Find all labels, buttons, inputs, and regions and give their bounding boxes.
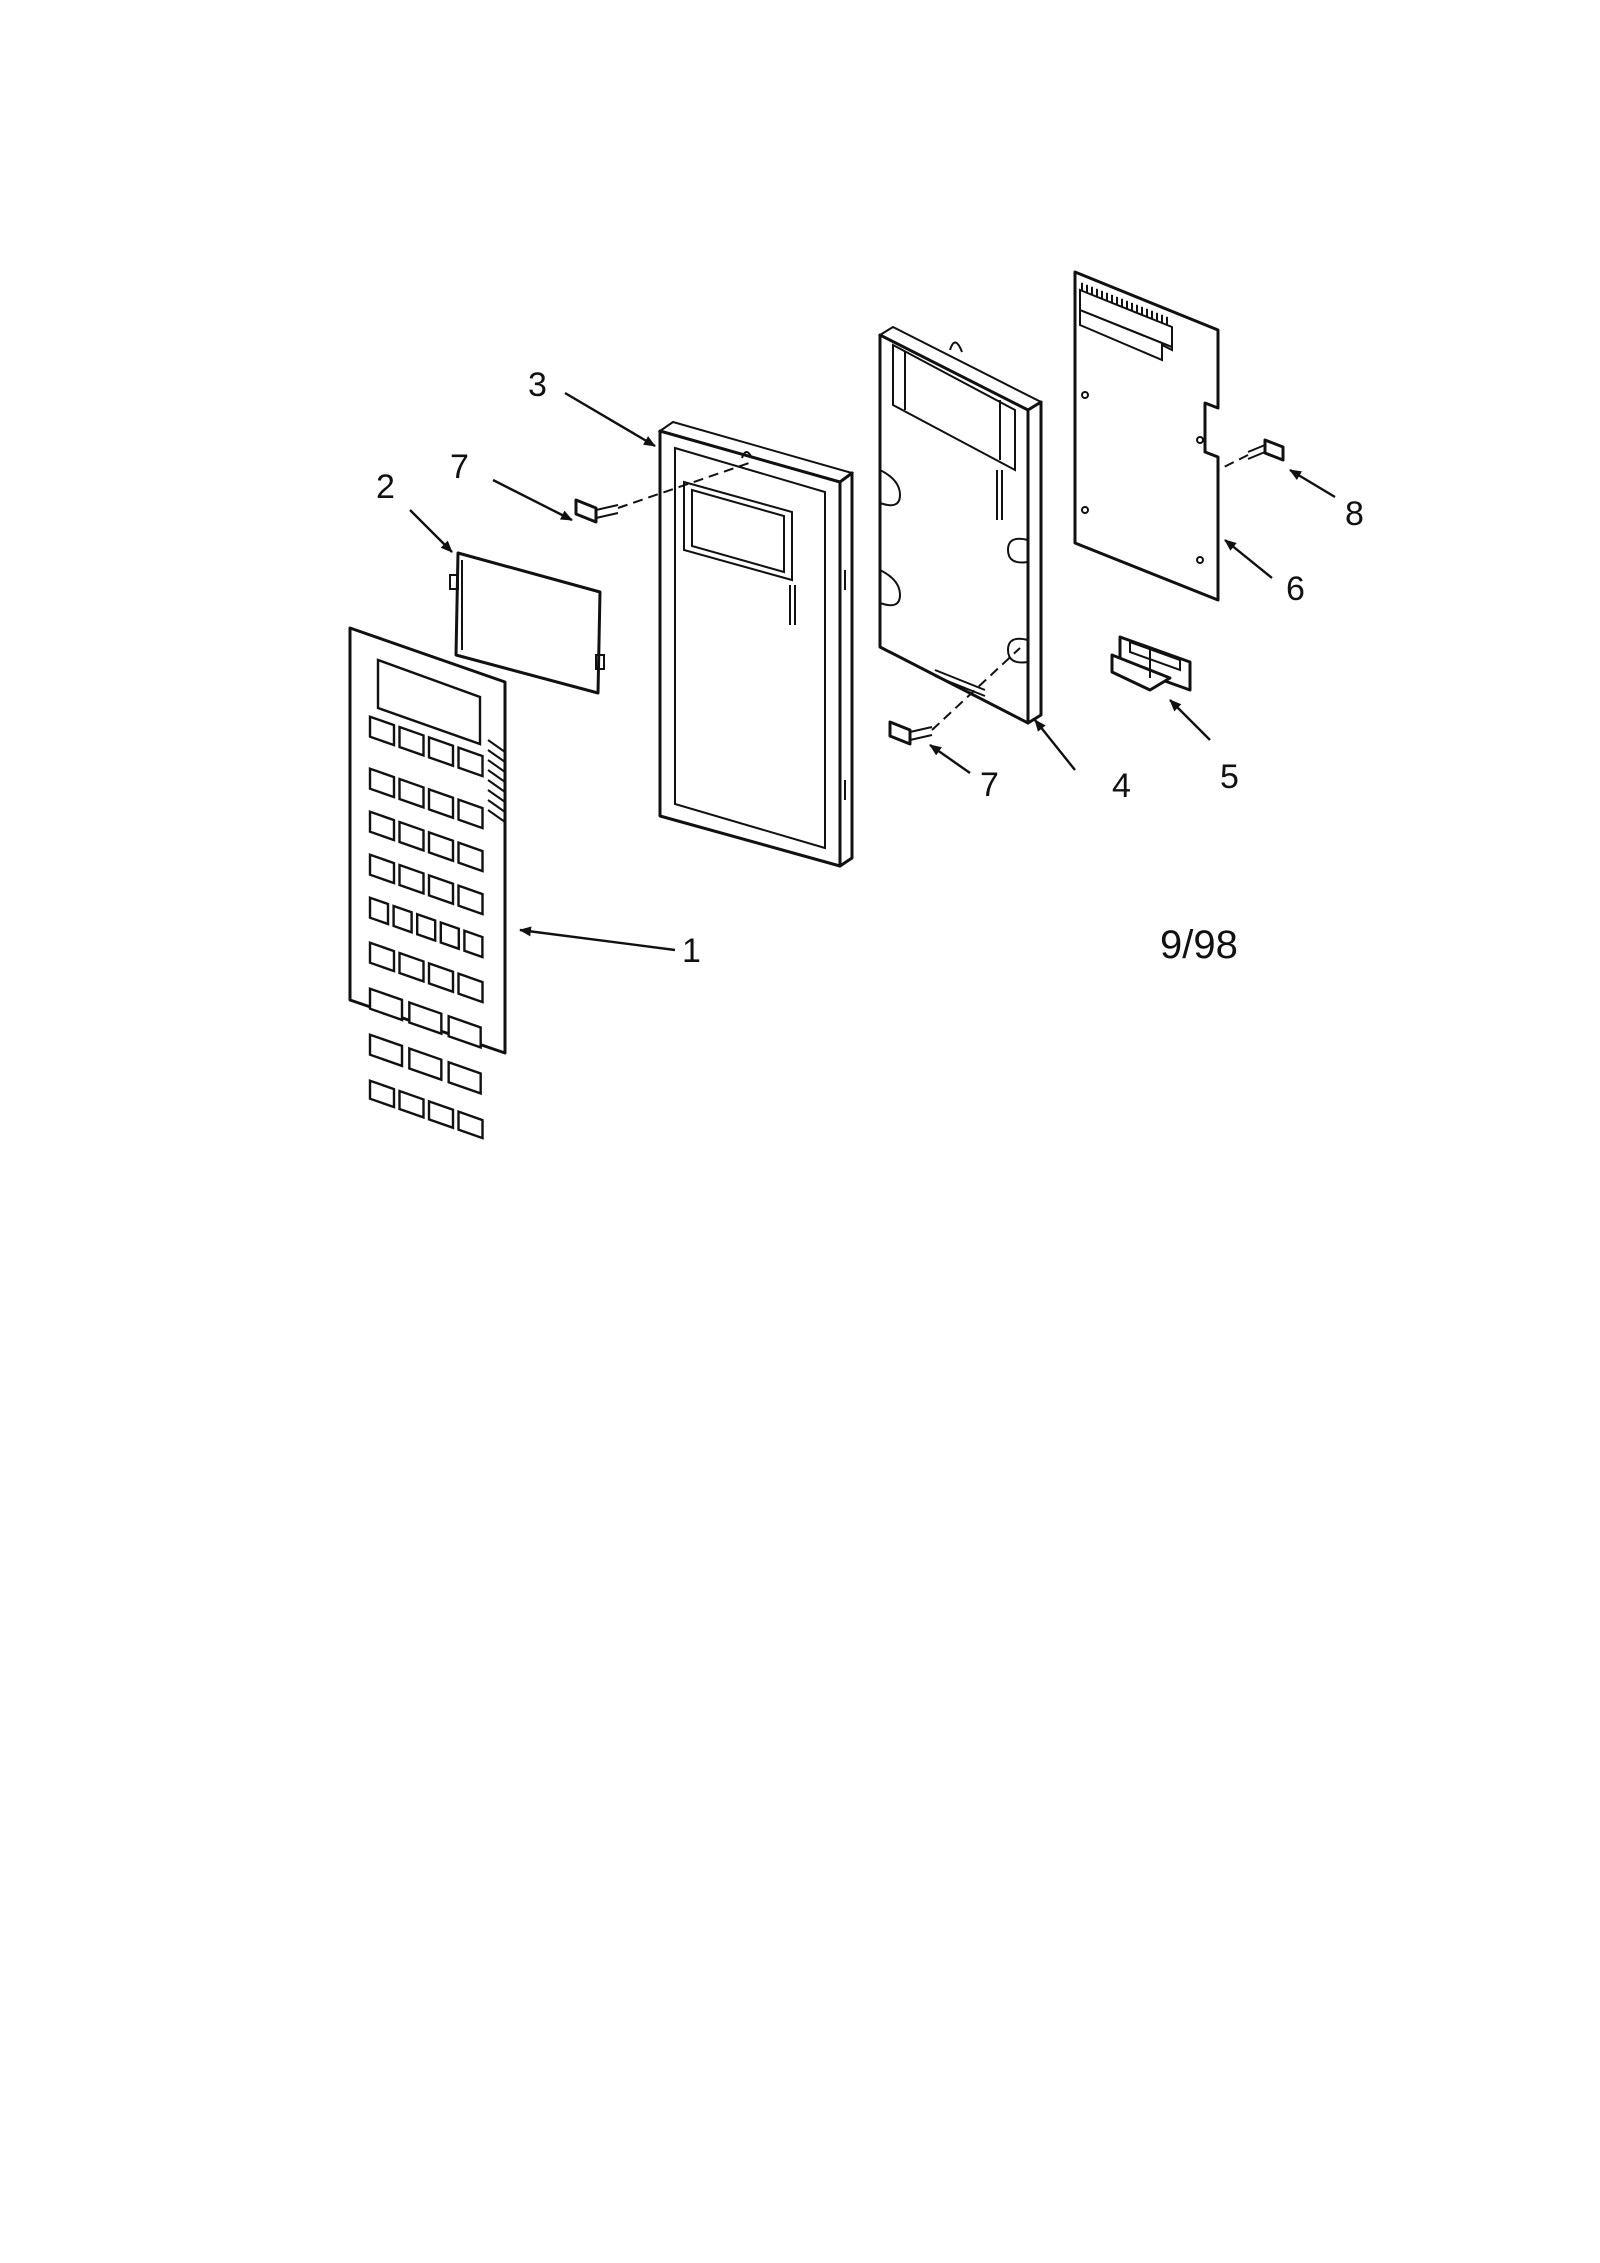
keypad-key — [427, 873, 455, 906]
keypad-key — [368, 853, 396, 885]
keypad-key — [427, 1099, 455, 1130]
keypad-key — [427, 830, 455, 863]
leader-lines — [409, 391, 1336, 952]
keypad-key — [392, 904, 413, 934]
keypad-key — [427, 787, 455, 820]
screw-8 — [1247, 438, 1285, 462]
keypad-key — [368, 1033, 404, 1068]
callout-6: 6 — [1286, 570, 1305, 608]
keypad-keys — [368, 715, 484, 1140]
keypad-display-window — [376, 658, 482, 746]
keypad-key — [398, 863, 425, 896]
callout-7-lower: 7 — [980, 766, 999, 804]
keypad-key — [398, 820, 425, 853]
keypad-key — [457, 797, 484, 830]
callout-3: 3 — [528, 366, 547, 404]
keypad-key — [368, 941, 396, 973]
date-code: 9/98 — [1160, 923, 1238, 967]
keypad-key — [457, 1109, 484, 1140]
ribbon-cable — [487, 739, 506, 823]
keypad-key — [463, 929, 484, 959]
keypad-key — [457, 745, 484, 778]
keypad-key — [457, 883, 484, 916]
keypad-key — [398, 777, 425, 810]
keypad-key — [368, 896, 390, 926]
board-connector-pins — [1081, 282, 1168, 325]
keypad-key — [368, 987, 404, 1022]
keypad-key — [368, 715, 396, 747]
control-housing-part — [877, 325, 1044, 725]
callout-5: 5 — [1220, 758, 1239, 796]
callout-2: 2 — [376, 468, 395, 506]
bracket-clip-part — [1110, 635, 1192, 692]
callout-4: 4 — [1112, 767, 1131, 805]
circuit-board-part — [1073, 270, 1220, 602]
keypad-key — [368, 767, 396, 799]
screw-7-lower — [888, 720, 933, 746]
callout-8: 8 — [1345, 495, 1364, 533]
display-window-part — [449, 551, 605, 695]
control-panel-frame-part — [657, 420, 855, 868]
keypad-key — [416, 912, 437, 943]
keypad-key — [457, 840, 484, 873]
keypad-key — [408, 1000, 443, 1036]
keypad-key — [427, 961, 455, 994]
alignment-lines — [617, 454, 1249, 731]
keypad-key — [398, 1089, 425, 1120]
keypad-key — [439, 920, 460, 951]
keypad-key — [368, 1079, 396, 1109]
keypad-key — [457, 971, 484, 1004]
keypad-key — [408, 1046, 443, 1082]
keypad-membrane-part — [348, 626, 507, 1140]
screw-7-upper — [574, 498, 619, 524]
callout-7-upper: 7 — [450, 448, 469, 486]
keypad-key — [398, 951, 425, 984]
callout-1: 1 — [682, 932, 701, 970]
keypad-key — [447, 1014, 482, 1050]
keypad-key — [398, 725, 425, 758]
keypad-key — [427, 735, 455, 768]
keypad-key — [447, 1060, 482, 1096]
keypad-key — [368, 810, 396, 842]
